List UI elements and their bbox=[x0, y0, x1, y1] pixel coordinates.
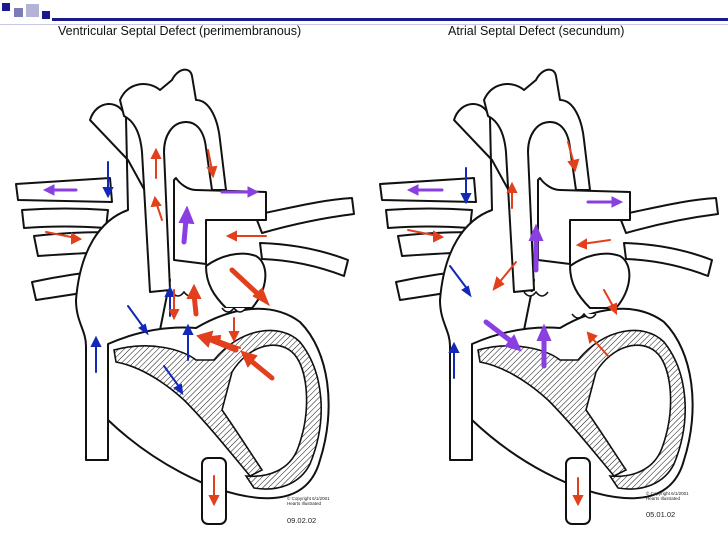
vsd-heart-diagram bbox=[15, 68, 355, 525]
red-arrow-la-bold bbox=[229, 267, 263, 299]
slide-header-bar bbox=[0, 0, 728, 26]
vsd-copyright-line1: © Copyright 6/1/2001 bbox=[287, 496, 330, 501]
vsd-copyright: © Copyright 6/1/2001 Hearts Illustrated bbox=[287, 496, 330, 506]
header-square-3 bbox=[26, 4, 39, 17]
header-square-4 bbox=[42, 11, 50, 19]
red-arrow-asd bbox=[497, 261, 517, 285]
asd-copyright-line1: © Copyright 6/1/2001 bbox=[646, 491, 689, 496]
pulmonary-valve bbox=[523, 290, 549, 297]
header-square-1 bbox=[2, 3, 10, 11]
pulmonary-artery-left-lower bbox=[385, 207, 473, 229]
vsd-title: Ventricular Septal Defect (perimembranou… bbox=[58, 24, 302, 38]
asd-date: 05.01.02 bbox=[646, 510, 676, 519]
asd-copyright: © Copyright 6/1/2001 Hearts Illustrated bbox=[646, 491, 689, 501]
red-arrow-lv bbox=[591, 337, 609, 357]
pulmonary-trunk bbox=[537, 177, 631, 265]
header-square-2 bbox=[14, 8, 23, 17]
mitral-valve bbox=[571, 312, 597, 319]
asd-title: Atrial Septal Defect (secundum) bbox=[448, 24, 625, 38]
blue-arrow-rv-1 bbox=[163, 365, 181, 389]
red-arrow-vsd-bold bbox=[203, 335, 239, 353]
pulmonary-artery-left-lower bbox=[21, 207, 109, 229]
vsd-date: 09.02.02 bbox=[287, 516, 317, 525]
vsd-copyright-line2: Hearts Illustrated bbox=[287, 501, 322, 506]
purple-arrow-trunk bbox=[181, 217, 189, 245]
left-atrium bbox=[569, 252, 631, 309]
blue-arrow-ra bbox=[449, 265, 469, 291]
aortic-arch bbox=[483, 68, 591, 293]
pulmonary-vein-lower bbox=[623, 242, 713, 277]
red-arrow-lv-2 bbox=[217, 339, 241, 349]
asd-copyright-line2: Hearts Illustrated bbox=[646, 496, 681, 501]
header-rule bbox=[52, 18, 728, 21]
ventricular-wall bbox=[477, 329, 686, 490]
left-atrium bbox=[205, 252, 267, 309]
blue-arrow-ra-1 bbox=[127, 305, 145, 329]
pulmonary-vein-lower bbox=[259, 242, 349, 277]
asd-heart-diagram bbox=[379, 68, 719, 525]
header-rule-thin bbox=[0, 24, 728, 25]
pulmonary-trunk bbox=[173, 177, 267, 265]
pulmonary-vein-upper bbox=[254, 197, 355, 234]
red-arrow-lv-bold bbox=[247, 357, 275, 381]
purple-arrow-ra-to-rv bbox=[483, 319, 515, 345]
pulmonary-vein-upper bbox=[618, 197, 719, 234]
mitral-valve bbox=[221, 306, 247, 313]
